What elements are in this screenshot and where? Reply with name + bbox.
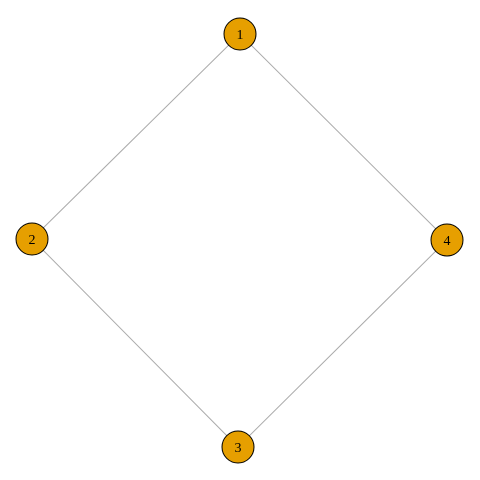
nodes-layer: 1 2 3 4 <box>15 17 464 464</box>
node-circle-2 <box>15 222 49 256</box>
node-label-3: 3 <box>235 441 242 456</box>
node-2: 2 <box>15 222 49 256</box>
node-label-2: 2 <box>29 233 36 248</box>
edge-1-2 <box>31 33 241 240</box>
node-4: 4 <box>430 223 464 257</box>
node-label-1: 1 <box>237 28 244 43</box>
node-3: 3 <box>221 430 255 464</box>
edges-layer <box>31 33 448 448</box>
edge-2-3 <box>31 238 239 448</box>
node-circle-4 <box>430 223 464 257</box>
node-circle-1 <box>223 17 257 51</box>
node-label-4: 4 <box>444 234 451 249</box>
node-circle-3 <box>221 430 255 464</box>
edge-4-1 <box>239 33 448 241</box>
edge-3-4 <box>237 239 448 448</box>
node-1: 1 <box>223 17 257 51</box>
